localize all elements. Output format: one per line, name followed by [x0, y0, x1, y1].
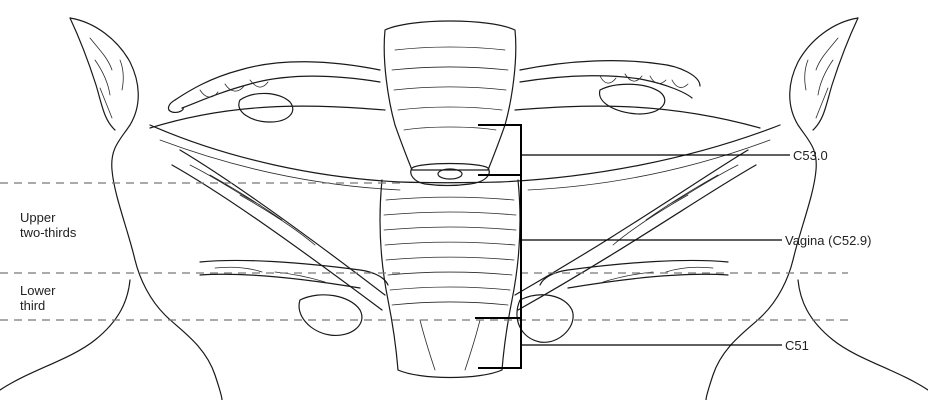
- label-vulva-code: C51: [785, 338, 809, 353]
- label-cervix-code: C53.0: [793, 148, 828, 163]
- left-levator-muscle: [172, 150, 385, 310]
- label-lower-line-1: Lower: [20, 283, 55, 298]
- label-upper-line-1: Upper: [20, 210, 76, 225]
- broad-ligament: [150, 125, 780, 190]
- vagina-bracket: [478, 175, 521, 318]
- uterus: [384, 21, 516, 170]
- right-pelvic-bone: [706, 18, 928, 400]
- right-levator-muscle: [515, 150, 756, 310]
- label-upper-two-thirds: Upper two-thirds: [20, 210, 76, 240]
- right-ovary: [600, 84, 665, 114]
- label-lower-line-2: third: [20, 298, 55, 313]
- left-lower-muscles: [200, 260, 388, 335]
- left-fallopian-tube: [168, 62, 380, 113]
- cervix-bracket: [478, 125, 521, 175]
- round-ligaments: [150, 106, 760, 128]
- label-lower-third: Lower third: [20, 283, 55, 313]
- vagina: [380, 180, 520, 378]
- left-pelvic-bone: [0, 18, 222, 400]
- right-fallopian-tube: [520, 61, 700, 98]
- label-upper-line-2: two-thirds: [20, 225, 76, 240]
- label-vagina-code: Vagina (C52.9): [785, 233, 871, 248]
- vulva-bracket: [478, 318, 521, 368]
